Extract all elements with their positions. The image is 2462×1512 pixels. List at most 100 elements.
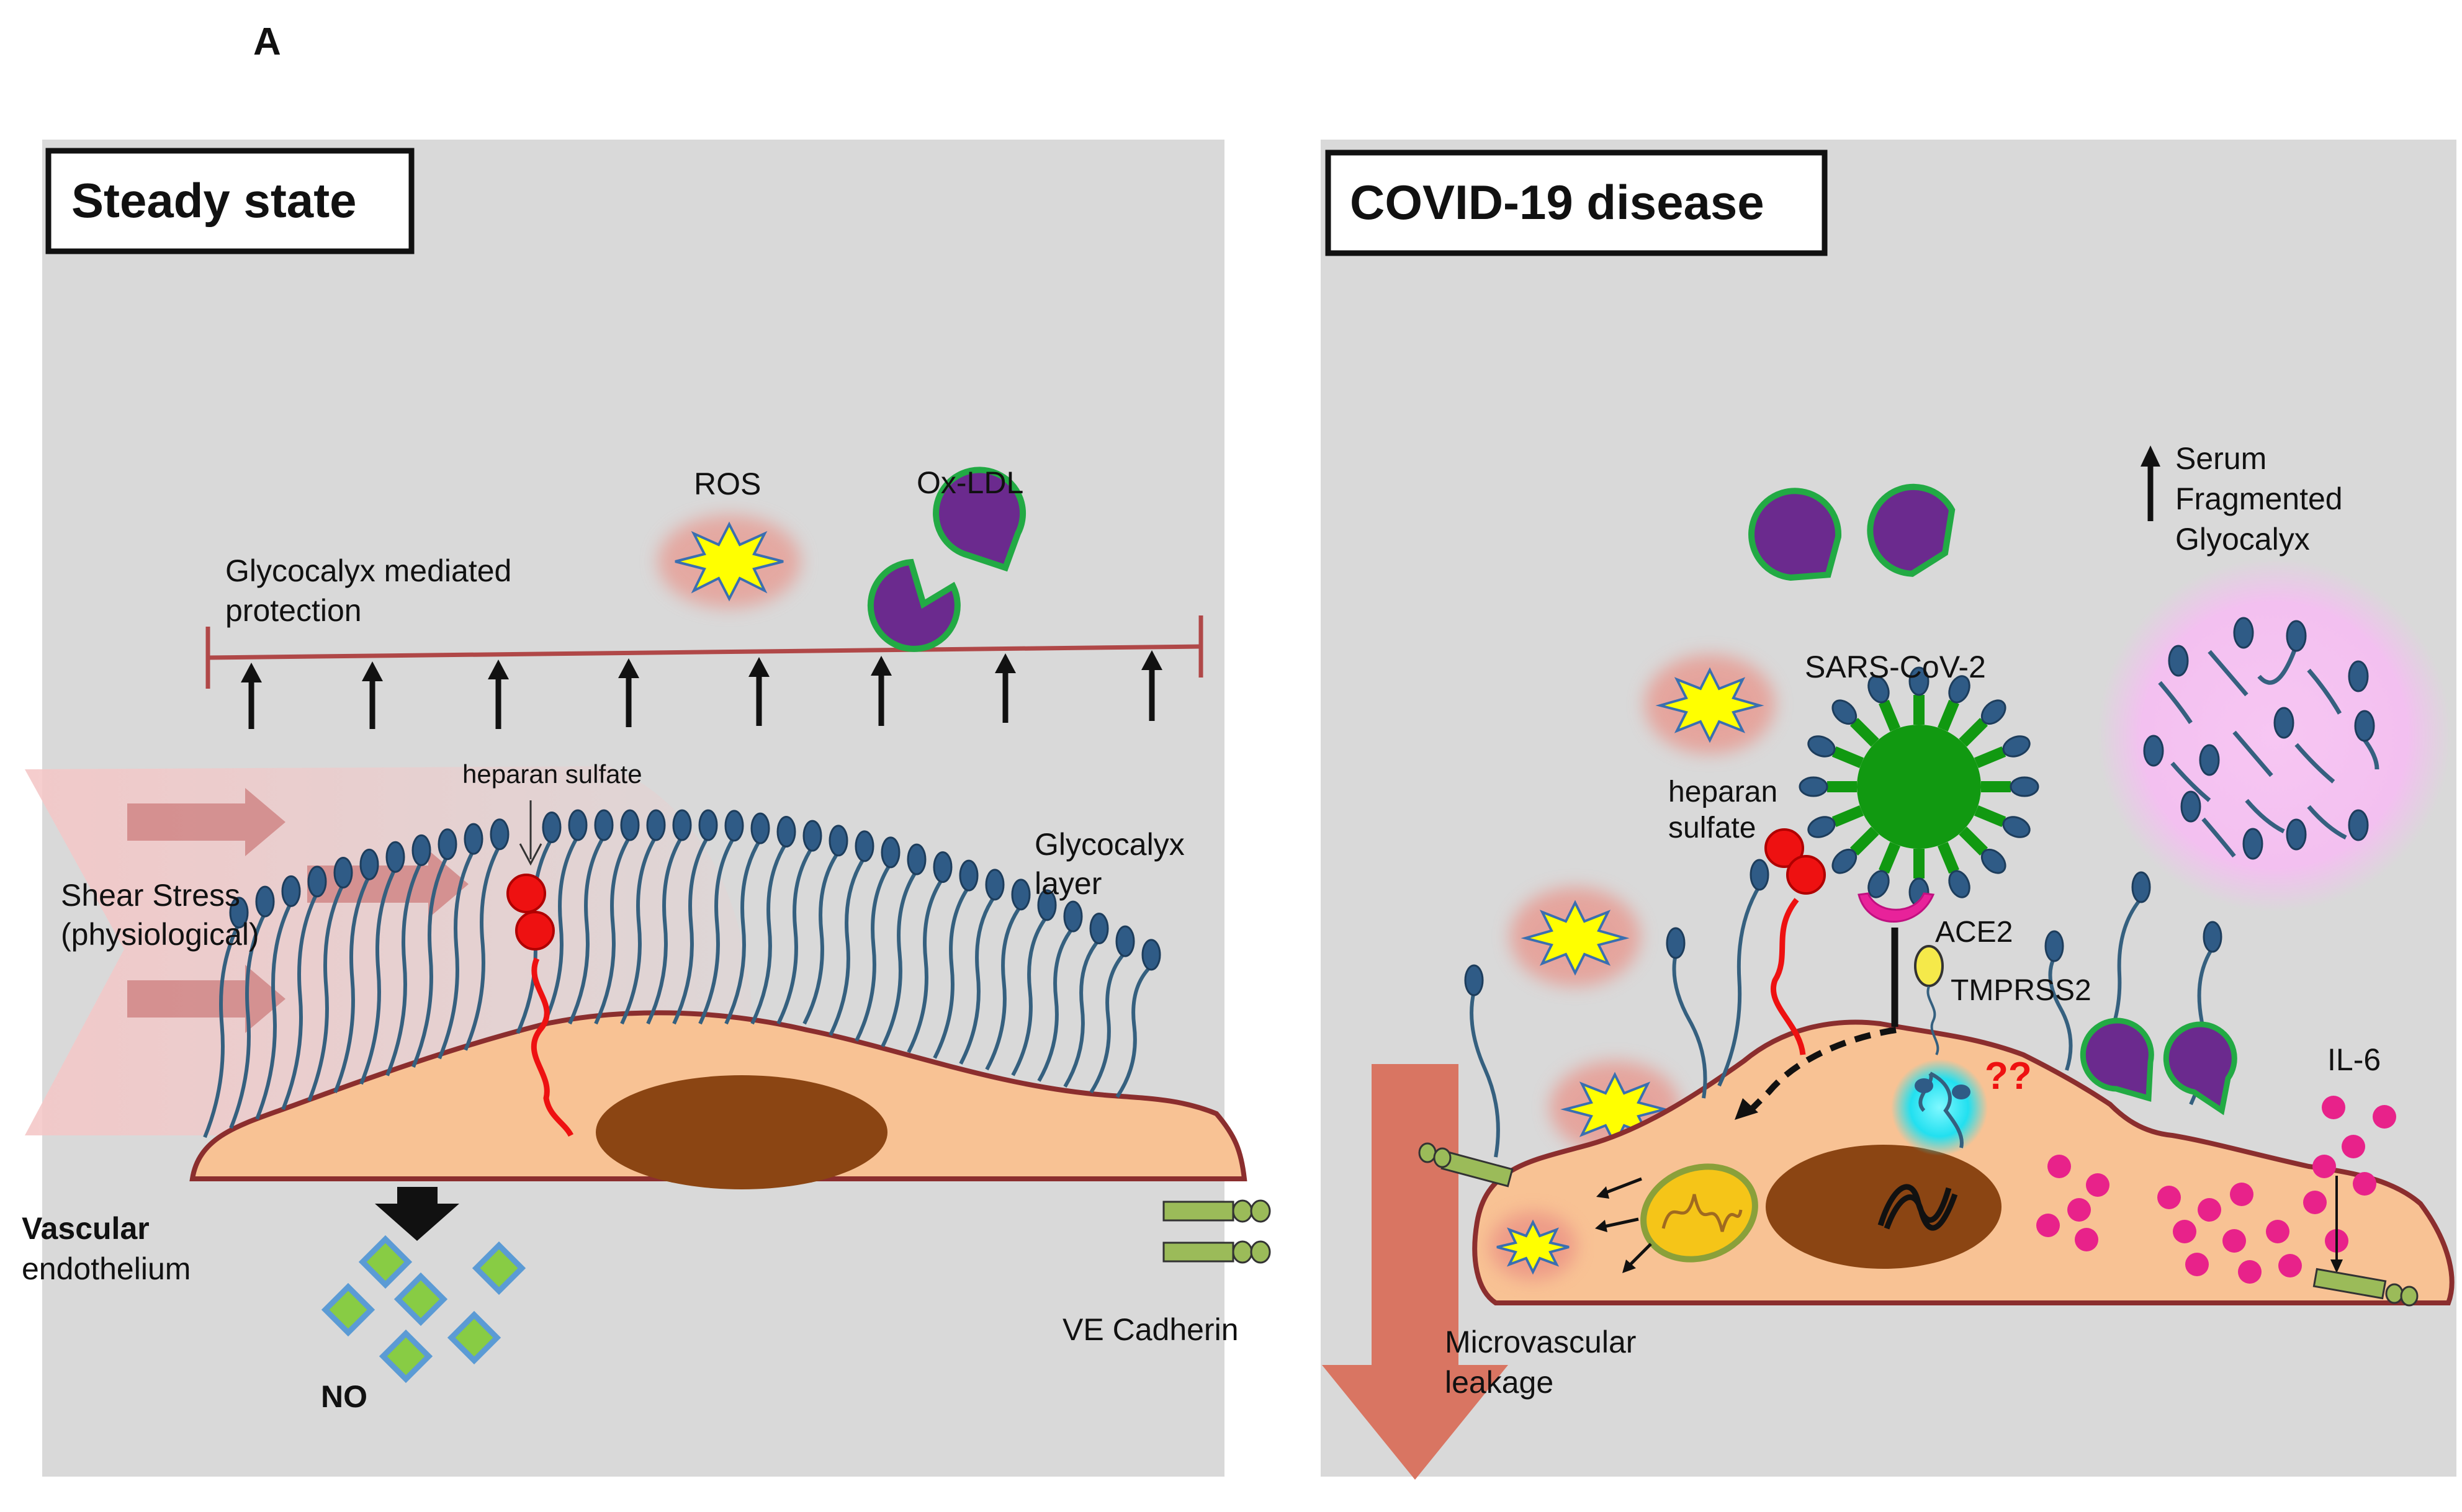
glycan-chain [333, 848, 379, 1093]
serum-label-line3: Glyocalyx [2175, 522, 2310, 557]
protection-label-line1: Glycocalyx mediated [225, 553, 511, 588]
glycocalyx-label-line1: Glycocalyx [1035, 827, 1185, 862]
glycan-chain [594, 809, 640, 1025]
right-panel-title: COVID-19 disease [1350, 175, 1764, 230]
glycan-chain [1115, 939, 1161, 1098]
glycan-chain [307, 857, 353, 1102]
protection-arrows [241, 650, 1162, 729]
il6-signal-arrow [2330, 1176, 2343, 1273]
glycan-chain [2044, 930, 2073, 1071]
protection-label-line2: protection [225, 593, 362, 628]
glycan-chain [985, 879, 1031, 1071]
heparan-label-line2: sulfate [1668, 812, 1756, 844]
glycan-chain [1011, 889, 1057, 1076]
glycan-chain [359, 841, 405, 1085]
glycan-chain [907, 851, 953, 1053]
glycan-chain [385, 834, 431, 1076]
glycan-chain [568, 809, 614, 1025]
oxldl-particles [867, 467, 1027, 652]
glycan-chain [1717, 859, 1769, 1087]
right-title-box [1325, 150, 1828, 256]
viral-rna [1877, 1184, 1958, 1231]
glycan-chain [203, 897, 249, 1138]
leakage-label-line2: leakage [1445, 1365, 1553, 1400]
left-title-box [45, 148, 415, 254]
glycan-chain [255, 875, 301, 1120]
glycan-chain [933, 859, 979, 1059]
glycan-chain [724, 812, 770, 1025]
ace2-receptor [1858, 892, 1935, 1027]
heparan-sulfate [506, 800, 574, 1137]
leakage-label-line1: Microvascular [1445, 1325, 1636, 1359]
glycan-chain [464, 818, 510, 1051]
glycan-chain [1464, 964, 1500, 1158]
glycan-chain [802, 825, 848, 1025]
serum-label-line2: Fragmented [2175, 481, 2343, 516]
heparan-label-line1: heparan [1668, 776, 1777, 808]
glycan-chain [1666, 927, 1707, 1099]
glycan-chain [881, 843, 927, 1048]
tmprss2-protease [1914, 945, 1944, 1055]
shear-label-line1: Shear Stress [61, 878, 240, 913]
mitochondrion [1640, 1163, 1758, 1263]
oxldl-bound [2080, 1018, 2237, 1116]
oxldl-particles-right [1748, 483, 1956, 581]
serum-up-arrow [2141, 445, 2160, 521]
glycan-chain [829, 830, 874, 1036]
ros-release-arrows [1595, 1177, 1652, 1273]
ros-label: ROS [694, 467, 761, 501]
internalization-arrow [1735, 1027, 1897, 1120]
il6-label: IL-6 [2327, 1042, 2381, 1077]
left-panel: Steady state ROS Ox-LDL Glycocalyx media… [22, 140, 1271, 1477]
glycan-chain [1063, 913, 1109, 1088]
cadherin-label: VE Cadherin [1063, 1312, 1239, 1347]
right-panel: COVID-19 disease Serum Fragmented Glyoca… [1321, 140, 2456, 1480]
ve-cadherin-right [1418, 1142, 2419, 1307]
no-molecules [321, 1235, 526, 1384]
ace2-label: ACE2 [1935, 916, 2013, 949]
glycan-chain [646, 809, 692, 1025]
glycan-chain [620, 809, 666, 1025]
glycocalyx-label-line2: layer [1035, 866, 1102, 901]
glycan-chain [855, 836, 901, 1042]
glycan-chain [1089, 925, 1135, 1094]
glycan-chain [411, 828, 457, 1068]
tmprss2-label: TMPRSS2 [1951, 974, 2091, 1007]
figure-label: A [253, 20, 281, 63]
nucleus-right [1766, 1145, 2001, 1269]
glycan-chain [776, 820, 822, 1025]
left-panel-title: Steady state [71, 173, 357, 228]
glycan-chain [542, 809, 588, 1026]
serum-label-line1: Serum [2175, 441, 2267, 476]
fragmented-glycocalyx-cloud [2098, 558, 2451, 912]
ros-internal [1489, 1212, 1576, 1280]
sars-label: SARS-CoV-2 [1805, 650, 1986, 684]
glycan-chain [698, 810, 744, 1025]
ros-particle [658, 515, 801, 608]
glycan-chain [959, 869, 1005, 1065]
glycan-chain [750, 816, 796, 1025]
ve-cadherin [1162, 1199, 1271, 1264]
glycan-chain [281, 866, 327, 1111]
glycan-chain [229, 885, 275, 1129]
glycocalyx-layer [203, 809, 1161, 1138]
glycan-chain [672, 809, 718, 1025]
glycocalyx-remnants [1464, 859, 2222, 1158]
glycan-chain [438, 823, 483, 1060]
oxldl-label: Ox-LDL [917, 465, 1023, 500]
question-label: ?? [1985, 1055, 2032, 1098]
protection-bar [205, 615, 1203, 689]
shear-label-line2: (physiological) [61, 917, 259, 952]
microvascular-leakage-arrow [1322, 1064, 1508, 1480]
internalized-glycan [1891, 1059, 1988, 1156]
vascular-label-line2: endothelium [22, 1251, 191, 1286]
no-label: NO [321, 1379, 367, 1414]
nucleus [596, 1075, 887, 1189]
sars-cov-2-virus [1799, 666, 2039, 907]
no-arrow [375, 1187, 459, 1241]
glycan-chain [1037, 900, 1083, 1082]
heparan-sulfate-right [1764, 828, 1826, 1055]
vascular-label-line1: Vascular [22, 1211, 150, 1246]
heparan-label: heparan sulfate [462, 759, 642, 789]
